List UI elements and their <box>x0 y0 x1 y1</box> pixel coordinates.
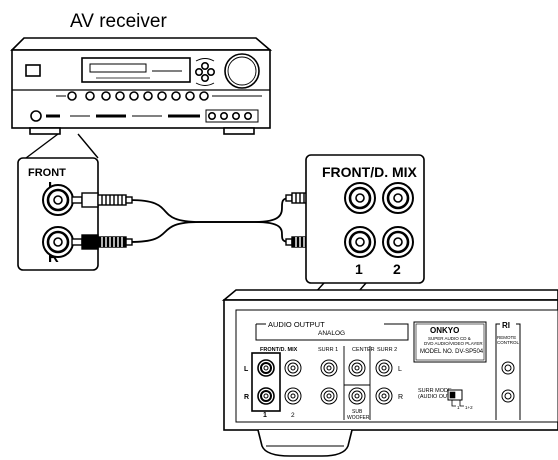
surr1-label: SURR 1 <box>318 347 338 353</box>
player-zoom-jack-2-r <box>382 226 414 258</box>
center-label: CENTER <box>352 347 375 353</box>
subwoofer-label-1: SUB <box>352 409 363 415</box>
player-zoom-col2: 2 <box>393 261 401 277</box>
ri-label: RI <box>502 321 510 330</box>
player-zoom-col1: 1 <box>355 261 363 277</box>
surr-switch-pos-b: 1+2 <box>465 405 473 410</box>
player-zoom-jack-2-l <box>382 182 414 214</box>
analog-label: ANALOG <box>318 330 345 337</box>
surr-mode-label-1: SURR MODE <box>418 388 452 394</box>
ri-jack-2 <box>501 389 515 403</box>
front-dmix-panel-label: FRONT/D. MIX <box>260 347 298 353</box>
left-white-plug <box>71 192 133 208</box>
player-rear-panel: AUDIO OUTPUT ANALOG FRONT/D. MIX SURR 1 … <box>221 289 558 457</box>
row-l-label: L <box>244 366 249 373</box>
panel-jack-surr2-r <box>375 387 393 405</box>
row-r-label: R <box>244 394 249 401</box>
audio-output-label: AUDIO OUTPUT <box>268 320 325 329</box>
player-zoom-jack-1-r <box>344 226 376 258</box>
player-zoom-jack-1-l <box>344 182 376 214</box>
surr-switch-pos-a: 1 <box>457 405 460 410</box>
brand-label: ONKYO <box>430 326 459 335</box>
receiver-left-jack <box>42 184 74 216</box>
panel-jack-surr2-l <box>375 359 393 377</box>
subwoofer-label-2: WOOFER <box>347 415 370 421</box>
surr-mode-label-2: (AUDIO OUT) <box>418 394 452 400</box>
receiver-front-label: FRONT <box>28 167 66 179</box>
left-red-plug <box>71 234 133 250</box>
remote-label-2: CONTROL <box>497 340 519 345</box>
model-line-1: SUPER AUDIO CD & <box>428 336 471 341</box>
surr2-label: SURR 2 <box>377 347 397 353</box>
panel-col2-label: 2 <box>291 412 295 419</box>
player-zoom-label: FRONT/D. MIX <box>322 164 418 180</box>
receiver-title: AV receiver <box>70 11 167 32</box>
row-l-right-label: L <box>398 366 402 373</box>
panel-jack-surr1-r <box>320 387 338 405</box>
panel-jack-front-1-r <box>257 387 275 405</box>
model-line-3: MODEL NO. DV-SP504 <box>420 349 484 355</box>
panel-col1-label: 1 <box>263 412 267 419</box>
row-r-right-label: R <box>398 394 403 401</box>
panel-jack-subwoofer <box>348 387 366 405</box>
rca-cable <box>71 190 347 250</box>
player-zoom-panel: FRONT/D. MIX 1 2 <box>271 154 425 341</box>
panel-jack-front-2-l <box>284 359 302 377</box>
remote-label-1: REMOTE <box>497 335 516 340</box>
model-line-2: DVD AUDIO/VIDEO PLAYER <box>424 341 483 346</box>
panel-jack-surr1-l <box>320 359 338 377</box>
receiver-right-jack <box>42 226 74 258</box>
panel-jack-center <box>348 359 366 377</box>
ri-jack-1 <box>501 361 515 375</box>
av-receiver <box>10 37 273 135</box>
panel-jack-front-2-r <box>284 387 302 405</box>
surr-mode-switch <box>447 389 464 407</box>
receiver-right-label: R <box>48 249 59 266</box>
panel-jack-front-1-l <box>257 359 275 377</box>
